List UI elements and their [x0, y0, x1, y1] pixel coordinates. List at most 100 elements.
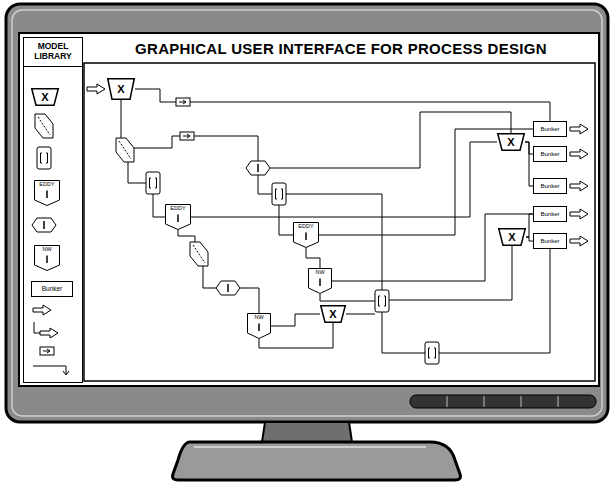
bunker-outline: [32, 282, 73, 297]
flotation-node: EDDY: [34, 180, 60, 206]
node-label: NW: [247, 315, 271, 321]
tap-symbol: [180, 132, 194, 140]
bunker-box: Bunker: [533, 178, 567, 194]
crusher-outline: [108, 79, 135, 100]
node-text-holder: X: [320, 305, 346, 323]
flotation-node: EDDY: [293, 222, 319, 248]
node-text-holder: EDDY: [165, 204, 191, 212]
node-text-holder: Bunker: [533, 146, 567, 162]
flotation-bar: [258, 324, 260, 332]
hexagon-symbol: [246, 161, 270, 175]
crusher-node: X: [497, 133, 525, 151]
node-label: Bunker: [540, 211, 559, 217]
bunker-box: Bunker: [533, 206, 567, 222]
node-text-holder: X: [31, 88, 59, 106]
button-strip: [410, 395, 596, 408]
flotation-outline: [166, 205, 191, 230]
hexagon-symbol: [216, 281, 240, 295]
cyclone-symbol: [375, 290, 389, 312]
bezel-highlight: [12, 10, 602, 416]
node-text-holder: EDDY: [293, 222, 319, 230]
crusher-node: X: [107, 78, 135, 100]
node-label: Bunker: [540, 183, 559, 189]
tap-symbol: [176, 98, 190, 106]
feed-arrow: [87, 84, 105, 94]
product-arrow: [570, 236, 588, 246]
node-text-holder: MODEL LIBRARY: [24, 38, 82, 67]
product-arrow: [570, 149, 588, 159]
crusher-outline: [321, 306, 346, 323]
flotation-bar: [46, 191, 48, 199]
node-label: Bunker: [540, 151, 559, 157]
node-text-holder: Bunker: [533, 206, 567, 222]
flotation-outline: [35, 181, 60, 206]
node-text-holder: NW: [308, 268, 332, 276]
flotation-bar: [305, 233, 307, 241]
node-label: Bunker: [540, 238, 559, 244]
node-label: Bunker: [540, 126, 559, 132]
node-text-holder: X: [497, 133, 525, 151]
library-screen: [35, 114, 53, 138]
monitor-neck: [262, 422, 352, 442]
flotation-outline: [309, 269, 332, 294]
flotation-node: NW: [247, 313, 271, 339]
node-text-holder: NW: [247, 313, 271, 321]
library-arrow: [40, 328, 58, 338]
library-tap: [40, 347, 54, 355]
library-elbow: [34, 322, 40, 333]
node-label: X: [507, 137, 514, 148]
node-label: EDDY: [165, 206, 191, 212]
library-hexagon: [32, 218, 56, 232]
node-label: EDDY: [293, 224, 319, 230]
bunker-box: Bunker: [533, 146, 567, 162]
flotation-outline: [35, 246, 60, 271]
bunker-outline: [534, 122, 567, 137]
process-connector: [332, 214, 533, 281]
screen-symbol: [190, 242, 208, 266]
bunker-box: Bunker: [533, 121, 567, 137]
panel-heading: MODEL LIBRARY: [26, 42, 80, 62]
node-label: X: [41, 92, 48, 103]
node-label: NW: [34, 247, 60, 253]
node-label: Bunker: [42, 286, 63, 293]
process-connector: [271, 314, 320, 326]
crusher-node: X: [31, 88, 59, 106]
flotation-outline: [248, 314, 271, 339]
library-panel: MODEL LIBRARY X EDDY NW Bunker: [23, 37, 83, 383]
process-connector: [319, 129, 533, 235]
base-highlight: [194, 446, 426, 448]
library-arrow: [33, 305, 51, 315]
process-connector: [526, 214, 533, 237]
node-label: X: [508, 232, 515, 243]
flotation-bar: [46, 256, 48, 264]
monitor-base: [173, 442, 461, 480]
process-connector: [525, 142, 533, 186]
product-arrow: [570, 181, 588, 191]
node-text-holder: Bunker: [533, 121, 567, 137]
flotation-bar: [177, 215, 179, 223]
cyclone-symbol: [146, 172, 160, 194]
bunker-outline: [534, 147, 567, 162]
flotation-node: NW: [34, 245, 60, 271]
screen: [19, 33, 599, 386]
flotation-outline: [294, 223, 319, 248]
node-text-holder: EDDY: [34, 180, 60, 188]
canvas-frame: [84, 63, 595, 381]
crusher-outline: [499, 229, 526, 246]
flotation-bar: [319, 279, 321, 287]
flotation-node: EDDY: [165, 204, 191, 230]
process-wires: [121, 89, 550, 353]
cyclone-symbol: [272, 183, 286, 205]
bunker-outline: [534, 207, 567, 222]
bunker-box: Bunker: [533, 233, 567, 249]
screen-symbol: [116, 138, 134, 162]
node-label: NW: [308, 270, 332, 276]
node-text-holder: Bunker: [533, 178, 567, 194]
button-dividers: [447, 396, 558, 407]
node-label: EDDY: [34, 182, 60, 188]
crusher-node: X: [320, 305, 346, 323]
bunker-outline: [534, 179, 567, 194]
library-cyclone: [37, 147, 51, 169]
monitor-bezel: [6, 4, 608, 422]
